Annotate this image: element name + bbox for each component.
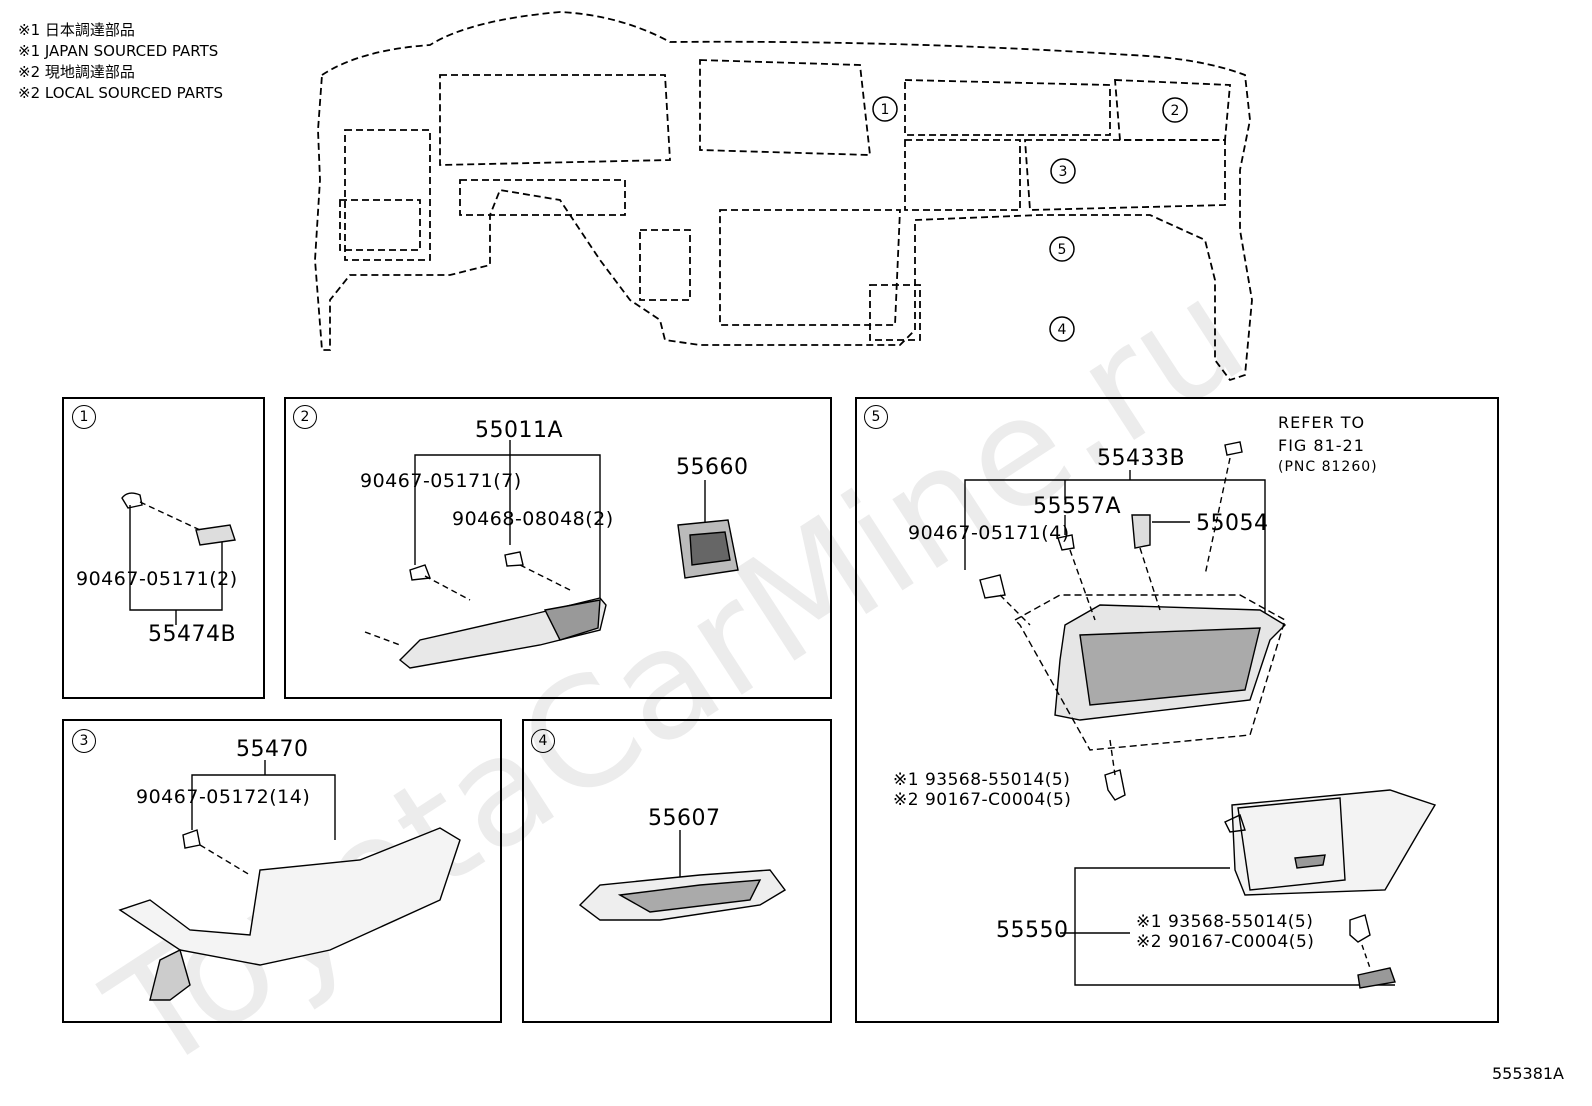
part-55470: 55470 (236, 737, 309, 762)
part-90467-05171-2: 90467-05171(2) (76, 568, 238, 590)
screw-note-1-line-2: ※2 90167-C0004(5) (893, 790, 1072, 810)
part-90467-05171-7: 90467-05171(7) (360, 470, 522, 492)
refer-to-line-3: (PNC 81260) (1278, 459, 1378, 475)
overview-callout-4: 4 (1058, 322, 1067, 338)
refer-to-line-2: FIG 81-21 (1278, 436, 1365, 455)
part-55054: 55054 (1196, 511, 1269, 536)
part-55607: 55607 (648, 806, 721, 831)
panel-4 (522, 719, 832, 1023)
part-55011A: 55011A (475, 418, 564, 443)
legend: ※1 日本調達部品 ※1 JAPAN SOURCED PARTS ※2 現地調達… (18, 20, 223, 104)
legend-line-2: ※1 JAPAN SOURCED PARTS (18, 42, 219, 60)
panel-5 (855, 397, 1499, 1023)
diagram-code: 555381A (1491, 1064, 1564, 1083)
screw-note-2-line-2: ※2 90167-C0004(5) (1136, 932, 1315, 952)
part-55474B: 55474B (148, 622, 237, 647)
legend-line-1: ※1 日本調達部品 (18, 21, 135, 39)
overview-callout-5: 5 (1058, 242, 1067, 258)
legend-line-3: ※2 現地調達部品 (18, 63, 135, 81)
panel-1-number: 1 (72, 405, 96, 429)
part-55550: 55550 (996, 918, 1069, 943)
overview-callout-2: 2 (1171, 103, 1180, 119)
refer-to-line-1: REFER TO (1278, 413, 1366, 432)
panel-2 (284, 397, 832, 699)
part-55660: 55660 (676, 455, 749, 480)
part-55557A: 55557A (1033, 494, 1122, 519)
panel-3 (62, 719, 502, 1023)
screw-note-1-line-1: ※1 93568-55014(5) (893, 770, 1071, 790)
panel-3-number: 3 (72, 729, 96, 753)
part-90467-05171-4: 90467-05171(4) (908, 522, 1070, 544)
part-55433B: 55433B (1097, 446, 1186, 471)
part-90467-05172-14: 90467-05172(14) (136, 786, 311, 808)
screw-note-2-line-1: ※1 93568-55014(5) (1136, 912, 1314, 932)
panel-2-number: 2 (293, 405, 317, 429)
overview-callout-1: 1 (881, 102, 890, 118)
overview-callout-3: 3 (1059, 164, 1068, 180)
legend-line-4: ※2 LOCAL SOURCED PARTS (18, 84, 223, 102)
panel-1 (62, 397, 265, 699)
panel-4-number: 4 (531, 729, 555, 753)
part-90468-08048-2: 90468-08048(2) (452, 508, 614, 530)
panel-5-number: 5 (864, 405, 888, 429)
